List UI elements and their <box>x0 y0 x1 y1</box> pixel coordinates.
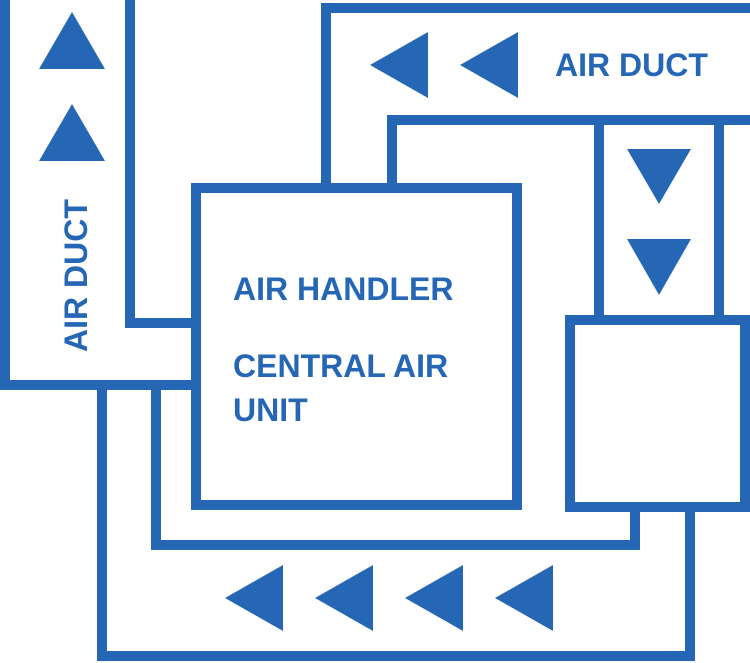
left-arrow-icon <box>315 565 373 631</box>
air-handler-box <box>191 183 522 510</box>
down-arrow-icon <box>627 149 691 204</box>
bottom-duct-inner-wall <box>151 385 640 550</box>
left-duct-outer-wall <box>0 0 196 390</box>
bottom-duct-outer-wall <box>97 385 695 661</box>
top-duct-arrows <box>370 32 518 98</box>
bottom-duct-arrows <box>225 565 553 631</box>
top-duct-inner-wall <box>387 115 750 186</box>
left-arrow-icon <box>495 565 553 631</box>
up-arrow-icon <box>39 12 105 69</box>
left-duct-inner-wall <box>125 0 196 328</box>
top-duct-outer-wall <box>321 3 750 186</box>
right-duct-arrows <box>627 149 691 295</box>
left-arrow-icon <box>370 32 428 98</box>
down-arrow-icon <box>627 239 691 295</box>
central-air-unit-label-line2: UNIT <box>233 392 308 428</box>
air-handler-title: AIR HANDLER <box>233 271 453 307</box>
left-arrow-icon <box>460 32 518 98</box>
left-arrow-icon <box>405 565 463 631</box>
right-unit-box <box>565 315 750 512</box>
left-arrow-icon <box>225 565 283 631</box>
up-arrow-icon <box>39 104 105 161</box>
top-duct-label: AIR DUCT <box>555 47 708 83</box>
left-duct-label: AIR DUCT <box>58 199 94 352</box>
left-duct-arrows <box>39 12 105 161</box>
central-air-unit-label-line1: CENTRAL AIR <box>233 348 448 384</box>
